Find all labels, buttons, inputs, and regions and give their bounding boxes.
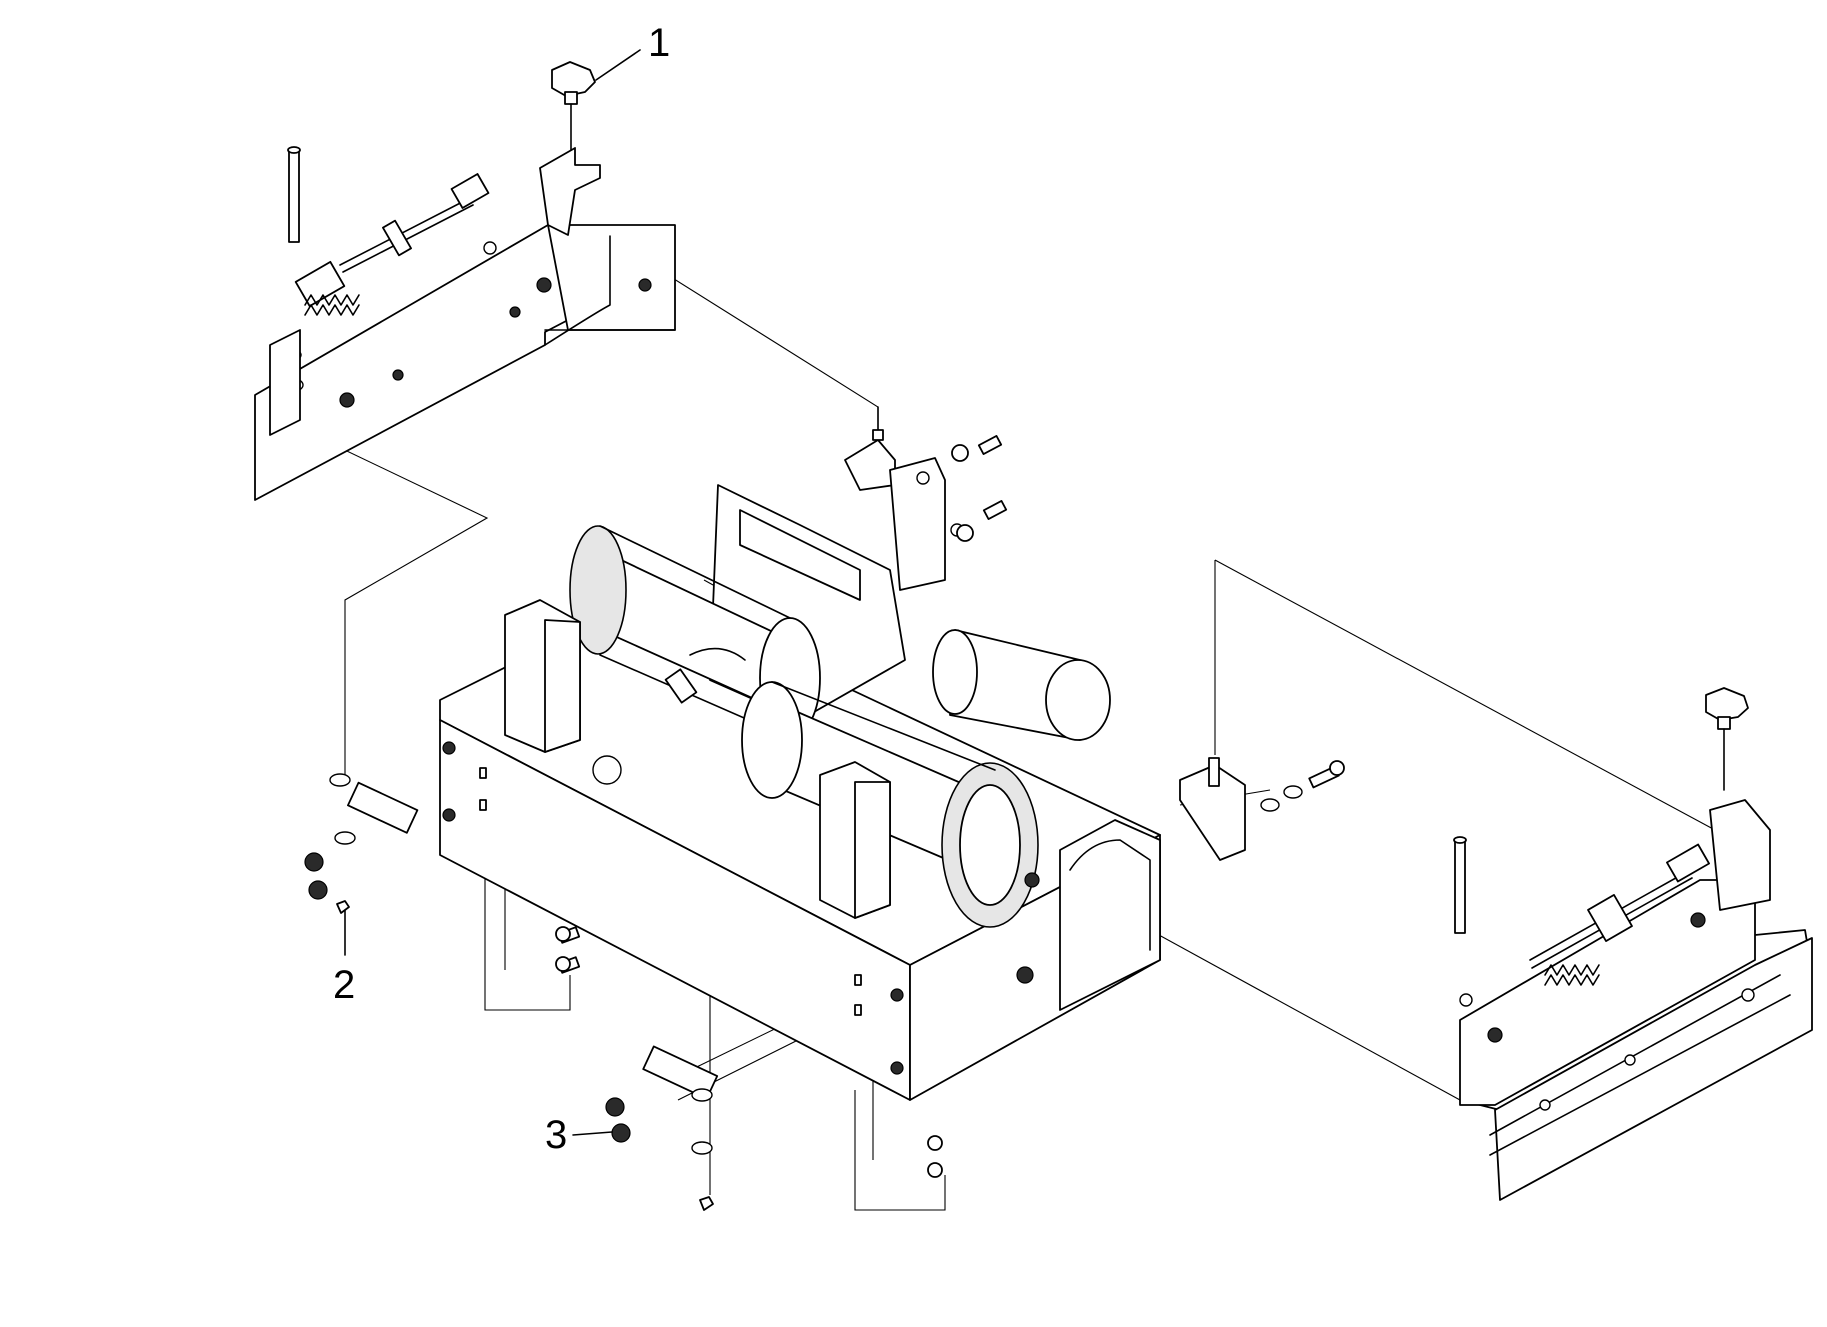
rear-mount-bracket bbox=[844, 406, 964, 591]
hardware-right-washers bbox=[1179, 757, 1345, 861]
callout-2: 2 bbox=[333, 909, 355, 1007]
callout-label-1: 1 bbox=[648, 21, 670, 65]
callout-3: 3 bbox=[545, 1113, 613, 1157]
callout-1: 1 bbox=[595, 21, 670, 81]
knob-right bbox=[1705, 687, 1749, 791]
hardware-bottom-bolts bbox=[605, 1045, 943, 1211]
hardware-left-bolts bbox=[304, 773, 581, 974]
left-upright bbox=[504, 599, 581, 753]
side-guard-plate bbox=[1016, 819, 1161, 1011]
callout-label-2: 2 bbox=[333, 963, 355, 1007]
callout-label-3: 3 bbox=[545, 1113, 567, 1157]
upper-left-bracket-assembly bbox=[254, 146, 676, 501]
hardware-upper-bolts bbox=[951, 434, 1008, 542]
right-bracket-assembly bbox=[1453, 799, 1813, 1201]
knob-upper bbox=[551, 61, 596, 151]
right-motor bbox=[932, 629, 1111, 741]
center-upright bbox=[819, 761, 891, 919]
